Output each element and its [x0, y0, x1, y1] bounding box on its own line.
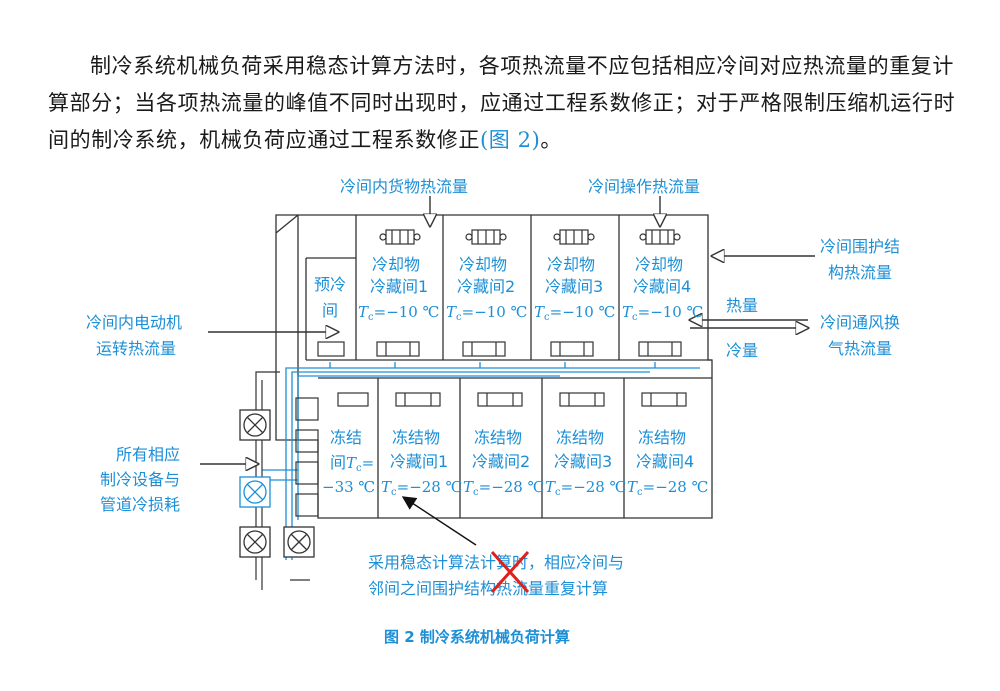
goods-heat-label: 冷间内货物热流量: [340, 177, 468, 196]
room-temp: Tc=−10 ℃: [446, 303, 527, 323]
figure-reference[interactable]: (图 2): [480, 128, 541, 152]
room-name: 冷藏间2: [457, 277, 515, 296]
chilled-room-3: 冷却物 冷藏间3 Tc=−10 ℃: [534, 255, 615, 323]
room-name: 冻结物: [392, 428, 440, 447]
room-name: 冷藏间3: [545, 277, 603, 296]
paragraph-end: 。: [540, 128, 563, 152]
paragraph-text: 制冷系统机械负荷采用稳态计算方法时，各项热流量不应包括相应冷间对应热流量的重复计…: [48, 54, 956, 152]
equipment-loss-label-2: 制冷设备与: [100, 470, 180, 489]
room-temp: Tc=−10 ℃: [622, 303, 703, 323]
room-name: 冷藏间4: [636, 452, 694, 471]
cross-mark-icon: [490, 550, 530, 594]
envelope-heat-label-2: 构热流量: [828, 263, 892, 282]
note-label-1: 采用稳态计算法计算时，相应冷间与: [368, 553, 624, 572]
evaporator-icons-top: [317, 341, 682, 357]
ventilation-heat-label-1: 冷间通风换: [820, 313, 900, 332]
evaporator-icons-bottom: [337, 392, 687, 407]
room-name: 冷藏间4: [633, 277, 691, 296]
freezing-room: 冻结 间Tc= −33 ℃: [322, 428, 375, 496]
room-name: 冻结: [330, 428, 362, 447]
room-name: 冻结物: [638, 428, 686, 447]
motor-heat-label-1: 冷间内电动机: [86, 313, 182, 332]
fan-unit-icons: [239, 409, 315, 558]
room-name: 冷却物: [547, 255, 595, 274]
room-temp: Tc=−10 ℃: [358, 303, 439, 323]
chilled-room-2: 冷却物 冷藏间2 Tc=−10 ℃: [446, 255, 527, 323]
frozen-room-2: 冻结物 冷藏间2 Tc=−28 ℃: [463, 428, 544, 498]
room-temp: Tc=−28 ℃: [463, 478, 544, 498]
room-name: 冻结物: [474, 428, 522, 447]
equipment-loss-label-1: 所有相应: [116, 445, 180, 464]
figure-caption: 图 2 制冷系统机械负荷计算: [384, 628, 570, 646]
cold-label: 冷量: [726, 341, 758, 360]
room-name: 冷却物: [459, 255, 507, 274]
frozen-room-4: 冻结物 冷藏间4 Tc=−28 ℃: [627, 428, 708, 498]
motor-heat-label-2: 运转热流量: [96, 339, 176, 358]
room-name: 冷却物: [635, 255, 683, 274]
building-outline: [275, 214, 713, 519]
room-temp: Tc=−28 ℃: [627, 478, 708, 498]
room-temp: −33 ℃: [322, 478, 375, 496]
room-name: 冷藏间1: [390, 452, 448, 471]
room-name: 冻结物: [556, 428, 604, 447]
room-name: 冷藏间3: [554, 452, 612, 471]
forklift-icons: [379, 229, 681, 245]
room-name: 冷藏间1: [370, 277, 428, 296]
room-temp: 间Tc=: [330, 453, 374, 474]
body-paragraph: 制冷系统机械负荷采用稳态计算方法时，各项热流量不应包括相应冷间对应热流量的重复计…: [48, 48, 958, 159]
chilled-room-4: 冷却物 冷藏间4 Tc=−10 ℃: [622, 255, 703, 323]
pipe-network: [262, 362, 700, 560]
frozen-room-1: 冻结物 冷藏间1 Tc=−28 ℃: [381, 428, 462, 498]
room-temp: Tc=−28 ℃: [381, 478, 462, 498]
chilled-room-1: 冷却物 冷藏间1 Tc=−10 ℃: [358, 255, 439, 323]
precool-room-label-2: 间: [322, 301, 338, 320]
ventilation-heat-label-2: 气热流量: [828, 339, 892, 358]
room-temp: Tc=−28 ℃: [545, 478, 626, 498]
operation-heat-label: 冷间操作热流量: [588, 177, 700, 196]
room-name: 冷却物: [372, 255, 420, 274]
frozen-room-3: 冻结物 冷藏间3 Tc=−28 ℃: [545, 428, 626, 498]
room-temp: Tc=−10 ℃: [534, 303, 615, 323]
heat-label: 热量: [726, 296, 758, 315]
note-label-2: 邻间之间围护结构热流量重复计算: [368, 579, 608, 598]
envelope-heat-label-1: 冷间围护结: [820, 237, 900, 256]
room-name: 冷藏间2: [472, 452, 530, 471]
precool-room-label-1: 预冷: [314, 275, 346, 294]
heat-flow-arrows: [200, 196, 815, 546]
equipment-loss-label-3: 管道冷损耗: [100, 495, 180, 514]
